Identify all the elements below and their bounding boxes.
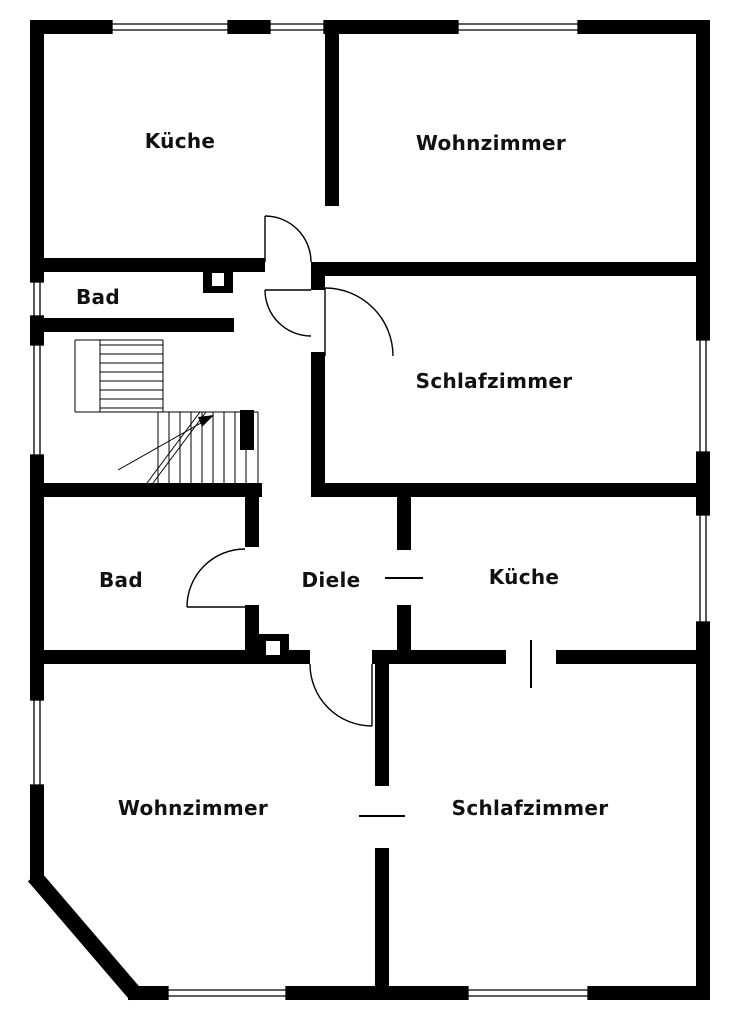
wall-mid-right <box>312 483 696 497</box>
door-wohnzimmer-bottom <box>309 663 373 727</box>
wall-lower-c <box>556 650 696 664</box>
window-bad-upper <box>30 281 44 317</box>
window-wohnzimmer-top <box>457 20 579 34</box>
door-schlafzimmer-mid <box>324 287 394 357</box>
window-schlafzimmer-bottom <box>467 986 589 1000</box>
window-schlafzimmer-right <box>696 339 710 453</box>
staircase <box>74 339 259 484</box>
wall-wohn-schlaf-1 <box>375 650 389 786</box>
door-arcs <box>186 215 532 817</box>
wall-diele-kueche-1 <box>397 490 411 550</box>
wall-stub-stairs <box>240 410 254 450</box>
wall-kueche-wohnzimmer <box>325 34 339 206</box>
wall-bad-diele-2 <box>245 605 259 664</box>
walls <box>27 20 710 1001</box>
door-bad-lower <box>186 548 246 608</box>
wall-hall-schlafzimmer-2 <box>311 352 325 497</box>
windows <box>30 20 710 1000</box>
chimney-lower <box>257 634 289 662</box>
wall-under-bad-upper <box>44 318 234 332</box>
room-label-schlafzimmer-bottom: Schlafzimmer <box>451 796 609 820</box>
room-label-wohnzimmer-top: Wohnzimmer <box>415 131 567 155</box>
window-wohnzimmer-bottom <box>167 986 287 1000</box>
room-label-diele: Diele <box>301 568 361 592</box>
door-kueche-top <box>264 215 312 263</box>
stair-direction-arrow <box>117 415 214 471</box>
wall-mid-left <box>44 483 262 497</box>
wall-wohn-schlaf-2 <box>375 848 389 1000</box>
room-label-kueche-right: Küche <box>488 565 560 589</box>
chimney-upper <box>203 266 233 293</box>
window-stairwell <box>30 344 44 456</box>
room-label-bad-upper: Bad <box>76 285 120 309</box>
wall-hall-schlafzimmer-1 <box>311 262 325 290</box>
outer-wall-chamfer <box>27 870 143 1001</box>
window-kueche-top <box>111 20 229 34</box>
wall-lower-a <box>44 650 310 664</box>
room-label-bad-lower: Bad <box>99 568 143 592</box>
door-hall <box>264 289 312 337</box>
window-top-center <box>269 20 325 34</box>
room-label-wohnzimmer-bottom: Wohnzimmer <box>117 796 269 820</box>
wall-under-wohnzimmer-top <box>311 262 696 276</box>
wall-lower-b <box>372 650 506 664</box>
outer-wall-right <box>696 20 710 1000</box>
room-label-kueche-top: Küche <box>144 129 216 153</box>
wall-bad-diele-1 <box>245 490 259 547</box>
window-wohnzimmer-left <box>30 699 44 786</box>
window-kueche-right <box>696 514 710 623</box>
wall-diele-kueche-2 <box>397 605 411 664</box>
room-label-schlafzimmer-mid: Schlafzimmer <box>415 369 573 393</box>
